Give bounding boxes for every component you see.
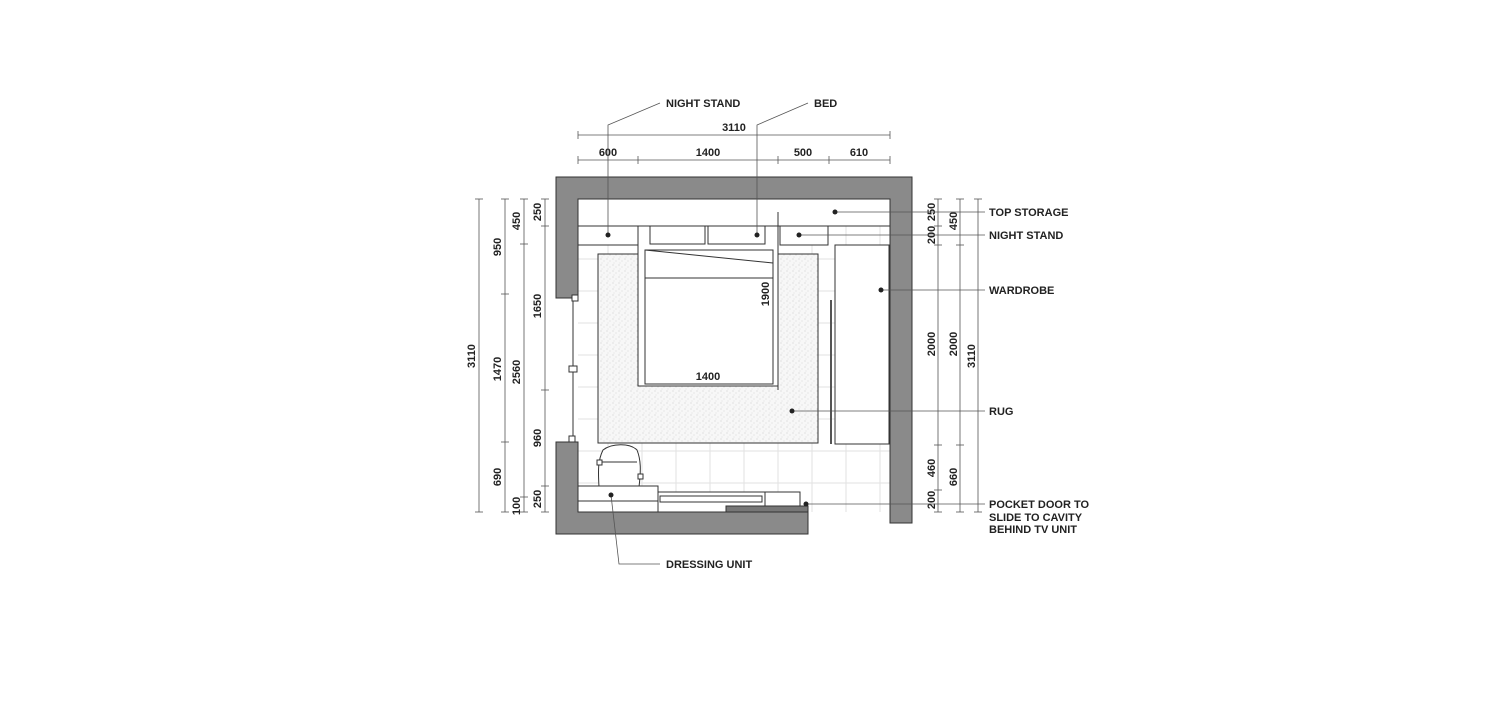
dim-right-460: 460 (926, 459, 938, 477)
dim-right-2000b: 2000 (948, 332, 960, 356)
dim-top-4: 610 (850, 147, 868, 159)
dim-left-960: 960 (532, 429, 544, 447)
label-dressing-unit: DRESSING UNIT (666, 559, 752, 571)
dim-left-100: 100 (511, 497, 523, 515)
dim-bed-width: 1400 (696, 371, 720, 383)
callout-labels: NIGHT STAND BED TOP STORAGE NIGHT STAND … (666, 98, 1089, 571)
dim-left-1470: 1470 (492, 357, 504, 381)
pocket-door (725, 505, 809, 513)
dim-top-2: 1400 (696, 147, 720, 159)
label-rug: RUG (989, 406, 1013, 418)
chair (596, 444, 644, 488)
dim-left-950: 950 (492, 238, 504, 256)
dim-bed-length: 1900 (760, 282, 772, 306)
dim-right-2000a: 2000 (926, 332, 938, 356)
dimension-labels: 3110 600 1400 500 610 3110 950 1470 690 … (466, 122, 978, 515)
dim-left-250b: 250 (532, 490, 544, 508)
dim-left-250a: 250 (532, 203, 544, 221)
top-storage (577, 198, 891, 227)
dim-left-total: 3110 (466, 344, 478, 368)
bed (637, 212, 779, 390)
dressing-unit (577, 485, 659, 513)
dim-right-total: 3110 (966, 344, 978, 368)
dim-right-200b: 200 (926, 491, 938, 509)
dimension-lines (475, 131, 982, 513)
label-pocket-door-1: POCKET DOOR TO (989, 499, 1089, 511)
dim-left-690: 690 (492, 468, 504, 486)
dim-left-1650: 1650 (532, 294, 544, 318)
dim-left-2560: 2560 (511, 360, 523, 384)
label-night-stand-right: NIGHT STAND (989, 230, 1063, 242)
dim-right-660: 660 (948, 468, 960, 486)
wardrobe (830, 244, 890, 445)
label-night-stand-top: NIGHT STAND (666, 98, 740, 110)
leader-lines (605, 102, 985, 565)
label-bed: BED (814, 98, 837, 110)
label-pocket-door-3: BEHIND TV UNIT (989, 524, 1077, 536)
dim-top-3: 500 (794, 147, 812, 159)
night-stand-right (779, 225, 829, 246)
dim-top-total: 3110 (722, 122, 746, 134)
dim-right-450: 450 (948, 212, 960, 230)
dim-left-450: 450 (511, 212, 523, 230)
window (568, 294, 579, 443)
label-wardrobe: WARDROBE (989, 285, 1054, 297)
label-pocket-door-2: SLIDE TO CAVITY (989, 512, 1083, 524)
label-top-storage: TOP STORAGE (989, 207, 1068, 219)
